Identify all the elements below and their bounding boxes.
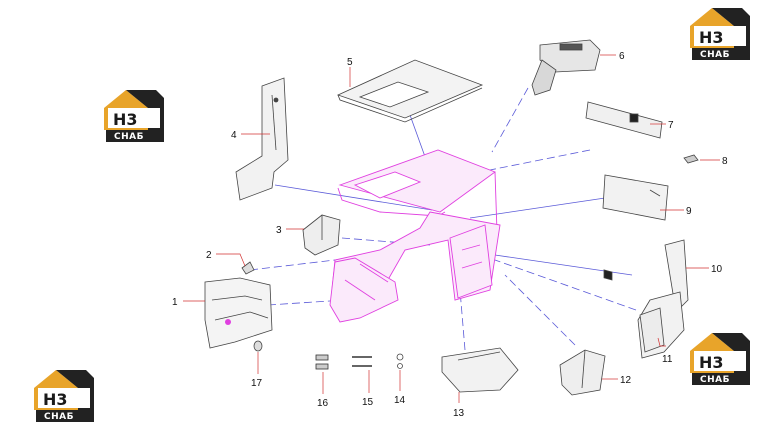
logo-bottom-right: H3 СНАБ	[690, 333, 750, 385]
callout-16: 16	[317, 398, 329, 409]
callout-8: 8	[722, 156, 728, 167]
logo-mark: H3	[699, 353, 724, 372]
part-5-roof-panel	[336, 59, 484, 123]
part-2-clip	[241, 261, 255, 275]
logo-bottom-left: H3 СНАБ	[34, 370, 94, 422]
part-14-fastener	[396, 353, 404, 369]
callout-15: 15	[362, 397, 374, 408]
part-8-small-clip	[683, 154, 699, 164]
part-11-right-inner-panel	[639, 307, 665, 353]
part-16-nuts	[315, 354, 329, 370]
part-9-rear-panel	[602, 174, 669, 221]
logo-caption: СНАБ	[44, 412, 74, 422]
callout-7: 7	[668, 120, 674, 131]
logo-top-left: H3 СНАБ	[104, 90, 164, 142]
cab-frame-assembly	[329, 149, 501, 323]
callout-9: 9	[686, 206, 692, 217]
callout-6: 6	[619, 51, 625, 62]
callout-10: 10	[711, 264, 723, 275]
logo-mark: H3	[699, 28, 724, 47]
part-7-trim-strip	[585, 101, 663, 281]
logo-mark: H3	[43, 390, 68, 409]
logo-mark: H3	[113, 110, 138, 129]
part-13-floor-tray	[441, 347, 519, 393]
logo-top-right: H3 СНАБ	[690, 8, 750, 60]
logo-caption: СНАБ	[700, 375, 730, 385]
part-3-bracket	[302, 214, 341, 256]
callout-labels: 1 2 3 4 5 6 7 8 9 10 11 12 13 14 15 16 1…	[172, 51, 728, 419]
callout-17: 17	[251, 378, 263, 389]
callout-13: 13	[453, 408, 465, 419]
callout-leaders	[183, 54, 720, 403]
callout-11: 11	[662, 354, 673, 365]
callout-3: 3	[276, 225, 282, 236]
part-4-left-pillar-panel	[235, 77, 289, 201]
logo-caption: СНАБ	[114, 132, 144, 142]
callout-1: 1	[172, 297, 178, 308]
part-15-bolts	[352, 356, 372, 367]
callout-2: 2	[206, 250, 212, 261]
part-6-air-duct	[531, 39, 601, 96]
callout-5: 5	[347, 57, 353, 68]
callout-12: 12	[620, 375, 632, 386]
logo-caption: СНАБ	[700, 50, 730, 60]
callout-4: 4	[231, 130, 237, 141]
part-12-box-cover	[559, 349, 606, 396]
callout-14: 14	[394, 395, 406, 406]
part-1-left-side-panel	[204, 277, 273, 349]
part-17-grommet	[253, 340, 263, 352]
